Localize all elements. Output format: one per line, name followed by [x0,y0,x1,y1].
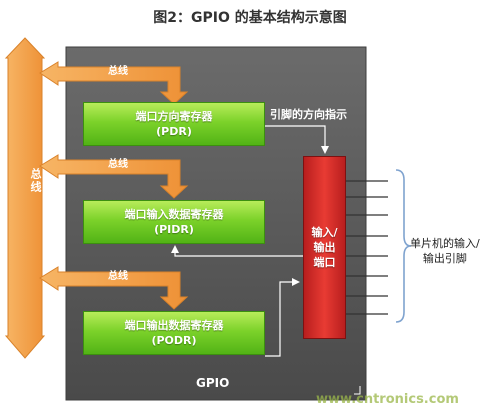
register-name: 端口方向寄存器 [135,110,213,123]
watermark: www.cntronics.com [316,392,459,407]
mcu-pins-line: 单片机的输入/ [410,237,480,250]
io-port-block: 输入/ 输出 端口 [303,156,346,339]
register-abbr: (PIDR) [154,223,194,236]
corner-mark-icon [354,386,361,395]
main-bus-arrow [4,37,46,359]
register-abbr: (PDR) [156,125,192,138]
register-name: 端口输入数据寄存器 [124,208,224,221]
input-arrow [171,245,303,257]
direction-arrow [265,125,329,154]
register-abbr: (PODR) [151,334,197,347]
io-port-line: 端口 [313,256,336,269]
pin-bracket [395,169,412,323]
io-port-line: 输入/ [311,226,338,239]
bus-branch-label: 总线 [108,159,128,170]
direction-label: 引脚的方向指示 [270,108,347,121]
podr-register: 端口输出数据寄存器 (PODR) [83,311,265,355]
mcu-pins-line: 输出引脚 [422,252,467,265]
bus-branch-3 [39,266,189,310]
pidr-register: 端口输入数据寄存器 (PIDR) [83,200,265,244]
bus-branch-label: 总线 [108,271,128,282]
output-arrow [265,278,300,357]
pin-lines [346,180,388,315]
mcu-pins-label: 单片机的输入/ 输出引脚 [410,236,480,266]
gpio-label: GPIO [196,376,230,390]
diagram-title: 图2：GPIO 的基本结构示意图 [153,10,347,26]
pdr-register: 端口方向寄存器 (PDR) [83,102,265,146]
bus-branch-2 [39,154,189,199]
io-port-line: 输出 [313,241,336,254]
register-name: 端口输出数据寄存器 [124,319,224,332]
bus-branch-label: 总线 [108,66,128,77]
main-bus-label: 总线 [29,168,42,194]
